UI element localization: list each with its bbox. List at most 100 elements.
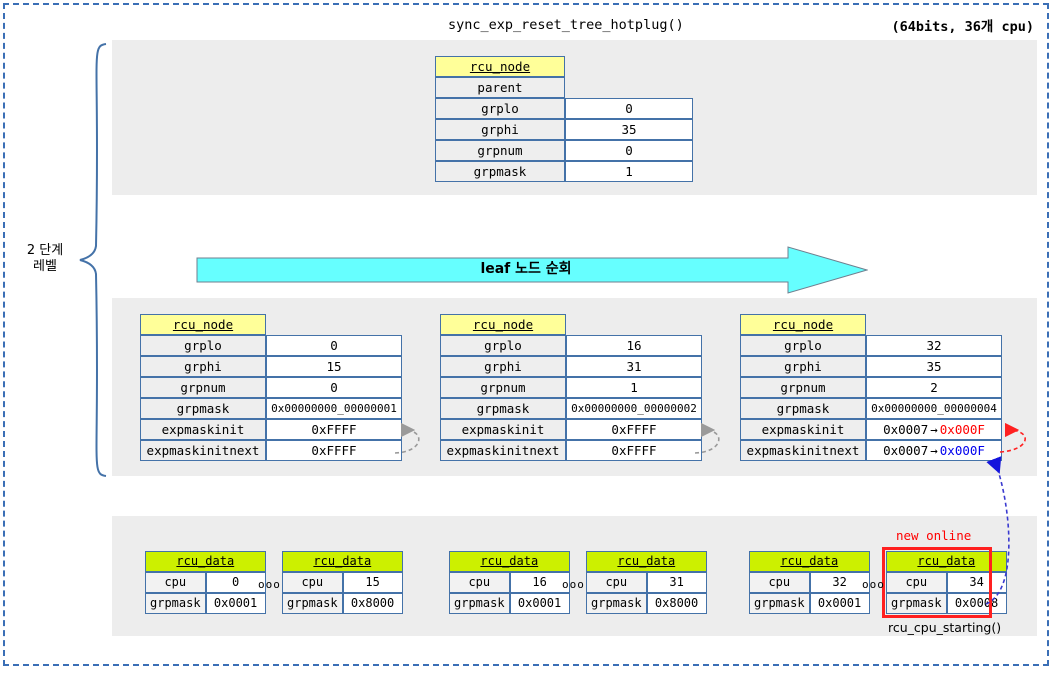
field-key-grpmask: grpmask [740,398,866,419]
table-row: grpmask 0x00000000_00000001 [140,398,402,419]
spacer-cell [866,314,1002,335]
table-row: grplo 32 [740,335,1002,356]
field-val-grphi: 15 [266,356,402,377]
table-row: rcu_data [586,551,707,572]
cpu-count-note: (64bits, 36개 cpu) [891,19,1034,35]
expmaskinitnext-new-value: 0x000F [939,443,985,458]
rcu-node-leaf-1: rcu_node grplo 16 grphi 31 grpnum 1 grpm… [440,314,702,461]
table-row: cpu 31 [586,572,707,593]
rcu-data-2: rcu_data cpu 16 grpmask 0x0001 [449,551,570,614]
field-val-grpmask: 0x0001 [509,593,570,614]
field-val-expmaskinitnext: 0xFFFF [266,440,402,461]
table-row: rcu_data [145,551,266,572]
field-val-cpu: 31 [646,572,707,593]
page-title: sync_exp_reset_tree_hotplug() [448,17,684,33]
field-val-cpu: 15 [342,572,403,593]
field-val-expmaskinit: 0x0007→0x000F [866,419,1002,440]
field-key-grphi: grphi [140,356,266,377]
rcu-data-4: rcu_data cpu 32 grpmask 0x0001 [749,551,870,614]
field-key-grpnum: grpnum [440,377,566,398]
rcu-data-1: rcu_data cpu 15 grpmask 0x8000 [282,551,403,614]
field-key-grpmask: grpmask [586,593,647,614]
transition-arrow-icon: → [930,422,938,437]
new-online-label: new online [896,528,972,543]
rcu-data-3: rcu_data cpu 31 grpmask 0x8000 [586,551,707,614]
field-key-cpu: cpu [282,572,343,593]
table-row: expmaskinitnext 0xFFFF [440,440,702,461]
field-key-cpu: cpu [449,572,510,593]
table-row: grpnum 1 [440,377,702,398]
table-row: grpnum 0 [435,140,693,161]
field-key-expmaskinit: expmaskinit [440,419,566,440]
transition-arrow-icon: → [930,443,938,458]
rcu-data-1-title: rcu_data [282,551,403,572]
table-row: grplo 16 [440,335,702,356]
table-row: rcu_data [886,551,1007,572]
table-row: grpnum 2 [740,377,1002,398]
table-row: rcu_data [282,551,403,572]
field-val-expmaskinit: 0xFFFF [266,419,402,440]
table-row: rcu_data [749,551,870,572]
field-key-grplo: grplo [740,335,866,356]
field-key-cpu: cpu [886,572,947,593]
level-label: 2 단계 레벨 [14,243,76,275]
rcu-node-leaf-1-title: rcu_node [440,314,566,335]
table-row: cpu 15 [282,572,403,593]
level-brace-icon [79,43,107,477]
field-val-cpu: 32 [809,572,870,593]
field-key-grpmask: grpmask [140,398,266,419]
field-key-grphi: grphi [440,356,566,377]
field-val-grplo: 32 [866,335,1002,356]
level-label-line1: 2 단계 [26,243,64,258]
field-val-grpmask: 0x00000000_00000002 [566,398,702,419]
ellipsis-separator-0: ooo [258,578,281,591]
field-val-expmaskinit: 0xFFFF [566,419,702,440]
field-key-grplo: grplo [140,335,266,356]
field-val-grpmask: 0x8000 [342,593,403,614]
table-row: grpmask 0x8000 [282,593,403,614]
spacer-cell [565,77,693,98]
rcu-data-4-title: rcu_data [749,551,870,572]
table-row: expmaskinit 0xFFFF [440,419,702,440]
table-row: rcu_node [140,314,402,335]
field-key-grpmask: grpmask [886,593,947,614]
leaf-traversal-arrow [196,246,868,294]
field-key-cpu: cpu [145,572,206,593]
rcu-node-leaf-2: rcu_node grplo 32 grphi 35 grpnum 2 grpm… [740,314,1002,461]
table-row: rcu_node [435,56,693,77]
spacer-cell [266,314,402,335]
table-row: expmaskinitnext 0x0007→0x000F [740,440,1002,461]
field-key-expmaskinitnext: expmaskinitnext [140,440,266,461]
rcu-data-2-title: rcu_data [449,551,570,572]
table-row: grpmask 0x00000000_00000002 [440,398,702,419]
field-val-grpmask: 0x00000000_00000001 [266,398,402,419]
expmaskinit-new-value: 0x000F [939,422,985,437]
table-row: expmaskinit 0xFFFF [140,419,402,440]
field-val-grpmask: 0x00000000_00000004 [866,398,1002,419]
spacer-cell [565,56,693,77]
field-key-cpu: cpu [749,572,810,593]
rcu-node-leaf-0-title: rcu_node [140,314,266,335]
field-val-grphi: 35 [565,119,693,140]
field-key-grphi: grphi [740,356,866,377]
table-row: grplo 0 [140,335,402,356]
field-key-grpnum: grpnum [740,377,866,398]
field-val-grpnum: 1 [566,377,702,398]
spacer-cell [566,314,702,335]
table-row: grphi 31 [440,356,702,377]
field-val-grpmask: 0x0001 [809,593,870,614]
new-online-highlight-box [882,547,992,618]
field-key-grpmask: grpmask [435,161,565,182]
field-key-expmaskinitnext: expmaskinitnext [440,440,566,461]
table-row: rcu_node [740,314,1002,335]
rcu-data-0: rcu_data cpu 0 grpmask 0x0001 [145,551,266,614]
rcu-node-root-title: rcu_node [435,56,565,77]
table-row: expmaskinit 0x0007→0x000F [740,419,1002,440]
field-val-grphi: 31 [566,356,702,377]
rcu-data-5-title: rcu_data [886,551,1007,572]
field-key-grplo: grplo [440,335,566,356]
field-val-grphi: 35 [866,356,1002,377]
level-label-line2: 레벨 [33,259,57,274]
field-val-grpnum: 0 [266,377,402,398]
table-row: grphi 35 [435,119,693,140]
